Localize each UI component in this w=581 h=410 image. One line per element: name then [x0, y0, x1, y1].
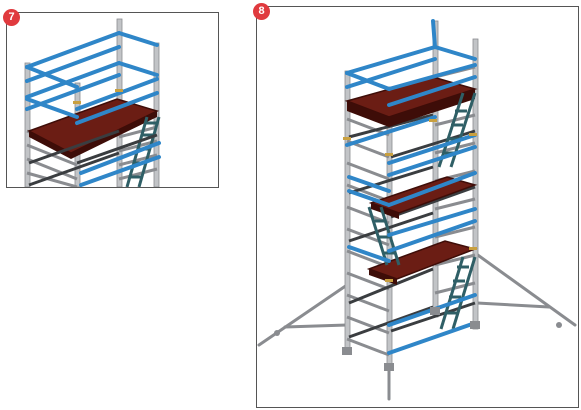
- scaffold-part: [434, 197, 476, 211]
- diagonal-braces: [28, 129, 158, 187]
- hook-clamp: [115, 89, 123, 92]
- castor-wheel-icon: [470, 321, 480, 329]
- hook-clamp: [73, 101, 81, 104]
- scaffold-part: [346, 161, 390, 181]
- scaffold-part: [434, 253, 476, 267]
- scaffold-part: [437, 92, 465, 168]
- scaffold-part: [28, 129, 120, 165]
- outrigger-foot: [274, 330, 280, 336]
- castor-wheels: [274, 307, 562, 371]
- scaffold-part: [343, 137, 351, 140]
- scaffold-part: [385, 153, 393, 156]
- scaffold-part: [434, 225, 476, 239]
- scaffold-part: [434, 141, 476, 155]
- scaffold-part: [429, 119, 437, 122]
- scaffold-part: [387, 207, 477, 237]
- scaffold-part: [347, 101, 389, 127]
- scaffold-part: [117, 31, 159, 47]
- scaffold-part: [387, 145, 477, 177]
- scaffold-part: [257, 283, 349, 347]
- scaffold-part: [387, 75, 477, 107]
- scaffold-part: [25, 65, 79, 89]
- internal-ladders: [367, 92, 477, 330]
- scaffold-part: [346, 271, 390, 291]
- scaffold-part: [347, 189, 391, 207]
- castor-wheel-icon: [430, 307, 440, 315]
- scaffold-part: [28, 151, 120, 187]
- scaffold-part: [345, 115, 437, 147]
- scaffold-part: [387, 219, 477, 253]
- scaffold-part: [385, 279, 393, 282]
- scaffold-part: [433, 45, 477, 61]
- scaffold-part: [345, 45, 437, 75]
- scaffold-part: [25, 97, 79, 119]
- scaffold-part: [347, 245, 391, 263]
- scaffold-part: [431, 19, 437, 49]
- scaffold-part: [25, 45, 121, 83]
- scaffold-part: [117, 61, 159, 77]
- scaffold-part: [389, 89, 475, 127]
- castor-wheel-icon: [384, 363, 394, 371]
- scaffold-part: [118, 167, 158, 181]
- guardrails: [25, 31, 161, 187]
- scaffold-part: [79, 141, 161, 175]
- scaffold-part: [75, 77, 159, 111]
- scaffold-part: [25, 31, 121, 69]
- scaffold-part: [387, 133, 477, 165]
- scaffold-part: [371, 203, 399, 219]
- scaffold-part: [346, 227, 390, 247]
- scaffold-part: [348, 211, 434, 243]
- scaffold-part: [345, 57, 437, 89]
- scaffold-part: [475, 301, 551, 309]
- scaffold-part: [348, 165, 434, 195]
- upright-front-left: [24, 62, 31, 187]
- scaffold-tower-illustration: [257, 19, 577, 401]
- step-7-panel: [6, 12, 219, 188]
- upright-back-left: [432, 20, 439, 318]
- castor-wheel-icon: [342, 347, 352, 355]
- scaffold-part: [346, 183, 390, 203]
- scaffold-part: [473, 251, 577, 327]
- scaffold-part: [469, 247, 477, 250]
- scaffold-part: [348, 267, 434, 305]
- scaffold-part: [137, 116, 161, 187]
- hook-clamps: [343, 119, 477, 282]
- scaffold-part: [79, 155, 161, 187]
- scaffold-part: [26, 171, 78, 187]
- scaffold-part: [118, 153, 158, 167]
- scaffold-part: [346, 293, 390, 313]
- scaffold-part: [348, 305, 434, 339]
- platform-deck-edge-right: [71, 111, 157, 159]
- scaffold-part: [347, 175, 391, 193]
- scaffold-part: [451, 256, 477, 330]
- step-8-panel: [256, 6, 579, 408]
- upright-front-left: [344, 70, 351, 352]
- scaffold-part: [390, 185, 476, 219]
- scaffold-part: [346, 337, 390, 357]
- outrigger-foot: [556, 322, 562, 328]
- scaffold-part: [283, 323, 349, 329]
- scaffold-part: [346, 315, 390, 335]
- scaffold-part: [387, 63, 477, 91]
- step-7-badge: 7: [3, 9, 20, 26]
- scaffold-part: [469, 133, 477, 136]
- scaffold-part: [75, 91, 159, 125]
- scaffold-part: [387, 171, 477, 207]
- scaffold-part: [25, 61, 121, 99]
- scaffold-part: [118, 125, 158, 139]
- scaffold-part: [76, 133, 158, 165]
- scaffold-top-closeup-illustration: [24, 18, 161, 187]
- step-8-badge: 8: [253, 3, 270, 20]
- scaffold-part: [439, 256, 465, 330]
- scaffold-part: [387, 321, 477, 355]
